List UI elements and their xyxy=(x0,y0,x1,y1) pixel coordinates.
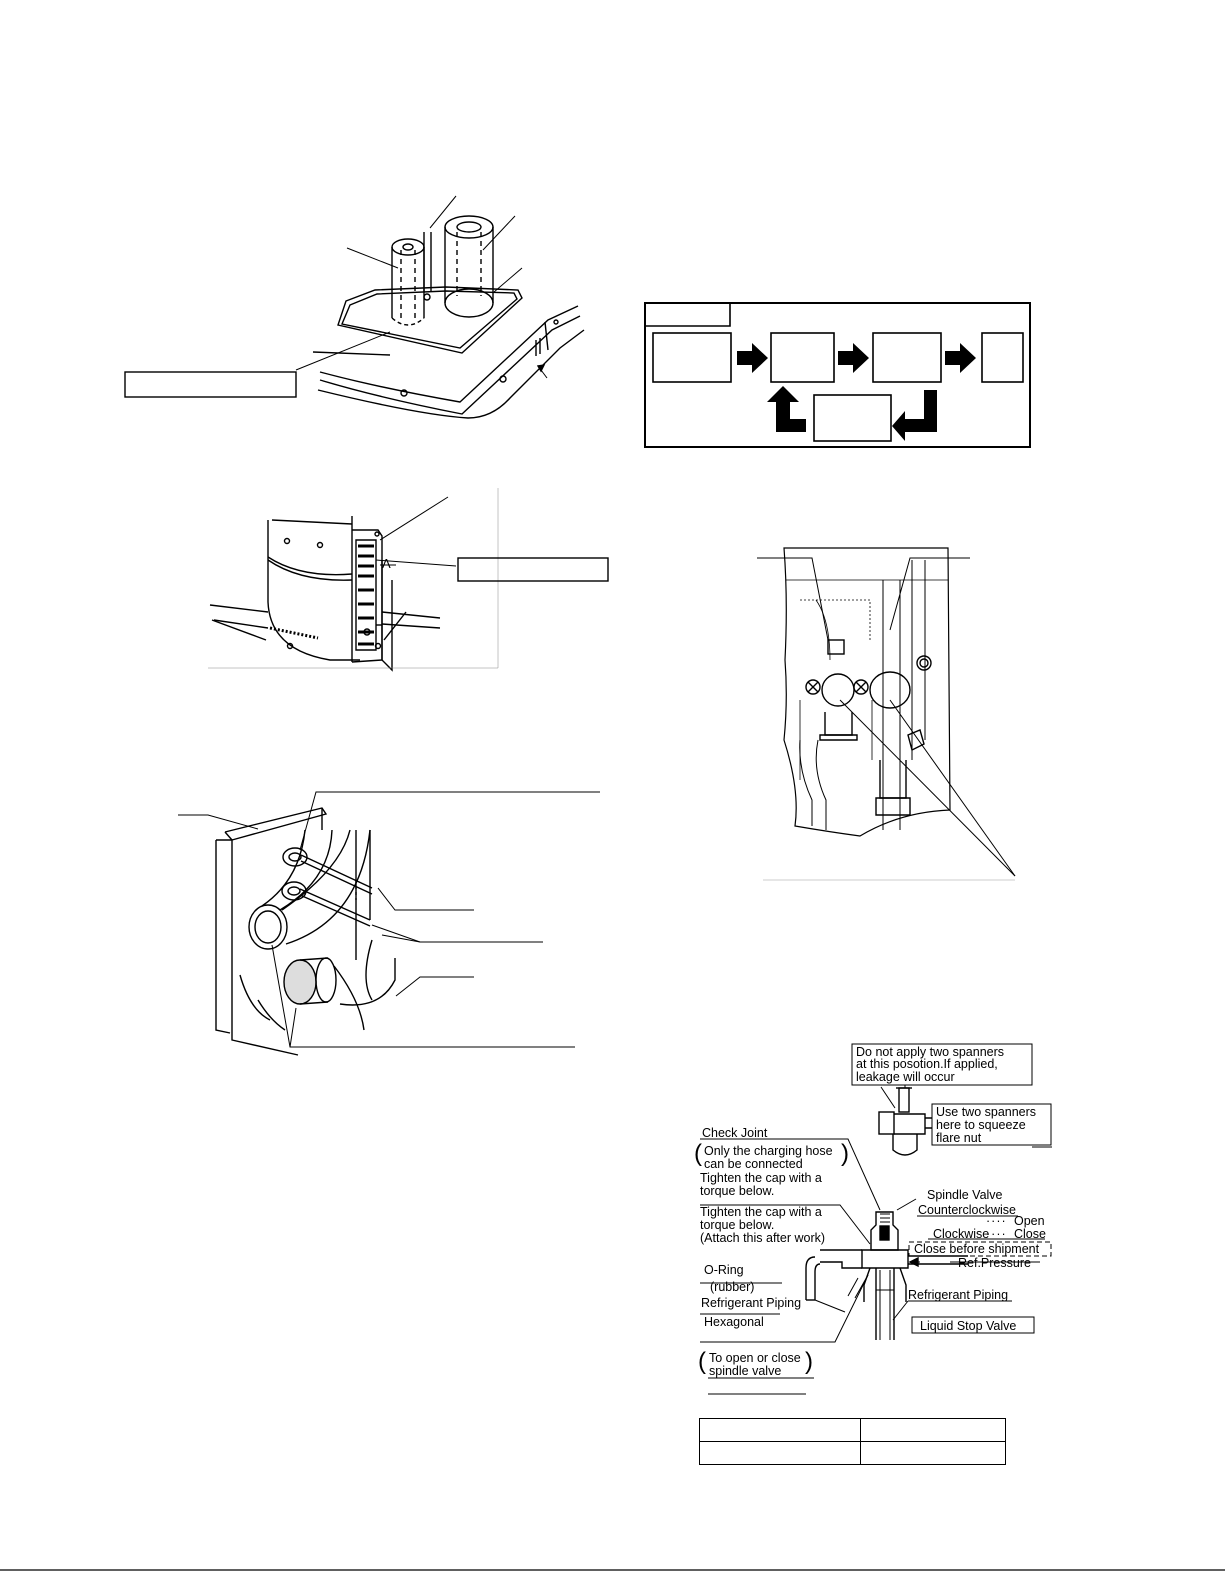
process-flowchart xyxy=(644,302,1031,448)
paren-close-2: ) xyxy=(805,1348,813,1375)
flow-arrows xyxy=(737,343,976,441)
table-cell xyxy=(699,1441,861,1465)
arrow-return-down-left xyxy=(892,390,937,441)
close-dots: ···· xyxy=(986,1227,1007,1241)
table-cell xyxy=(699,1418,861,1442)
check-joint-note-1: Only the charging hose xyxy=(704,1144,833,1158)
torque-note-2-line-2: torque below. xyxy=(700,1218,775,1232)
table-row xyxy=(699,1441,1006,1465)
arrow-return-up xyxy=(767,386,806,432)
flow-step-4 xyxy=(981,332,1024,383)
table-cell xyxy=(860,1418,1006,1442)
refrigerant-piping-left-label: Refrigerant Piping xyxy=(701,1296,802,1310)
open-label: Open xyxy=(1014,1214,1045,1228)
callout-letter-a: A xyxy=(382,556,391,571)
clockwise-label: Clockwise xyxy=(933,1227,990,1241)
spanner-line-2: here to squeeze xyxy=(936,1118,1026,1132)
arrow-right-2 xyxy=(838,343,869,373)
torque-table xyxy=(699,1418,1006,1465)
flow-step-3 xyxy=(872,332,942,383)
arrow-right-3 xyxy=(945,343,976,373)
ref-pressure-label: Ref.Pressure xyxy=(958,1256,1031,1270)
torque-note-1-line-1: Tighten the cap with a xyxy=(700,1171,822,1185)
spindle-note-line-2: spindle valve xyxy=(709,1364,782,1378)
arrow-right-1 xyxy=(737,343,768,373)
flow-step-1 xyxy=(652,332,732,383)
valve-detail-drawing xyxy=(700,1043,1052,1395)
counterclockwise-label: Counterclockwise xyxy=(918,1203,1016,1217)
spanner-line-1: Use two spanners xyxy=(936,1105,1037,1119)
hexagonal-label: Hexagonal xyxy=(704,1315,764,1329)
warning-line-3: leakage will occur xyxy=(856,1070,955,1084)
paren-open-2: ( xyxy=(698,1348,706,1375)
torque-note-2-line-3: (Attach this after work) xyxy=(700,1231,826,1245)
flow-step-return xyxy=(813,394,892,442)
o-ring-label: O-Ring xyxy=(704,1263,744,1277)
check-joint-label: Check Joint xyxy=(702,1126,768,1140)
open-dots: ···· xyxy=(986,1214,1007,1228)
torque-note-2-line-1: Tighten the cap with a xyxy=(700,1205,822,1219)
spindle-valve-label: Spindle Valve xyxy=(927,1188,1003,1202)
refrigerant-piping-right-label: Refrigerant Piping xyxy=(908,1288,1009,1302)
warning-line-1: Do not apply two spanners xyxy=(856,1045,1005,1059)
table-row xyxy=(699,1418,1006,1442)
spanner-line-3: flare nut xyxy=(936,1131,982,1145)
spindle-note-line-1: To open or close xyxy=(709,1351,801,1365)
liquid-stop-valve-label: Liquid Stop Valve xyxy=(920,1319,1017,1333)
paren-open-1: ( xyxy=(694,1140,702,1167)
piping-through-panel-drawing xyxy=(178,791,600,1056)
stop-valve-drawing xyxy=(757,547,1016,881)
flow-step-2 xyxy=(770,332,835,383)
pipe-outlet-drawing xyxy=(124,195,585,419)
check-joint-note-2: can be connected xyxy=(704,1157,803,1171)
torque-note-1-line-2: torque below. xyxy=(700,1184,775,1198)
table-cell xyxy=(860,1441,1006,1465)
warning-line-2: at this posotion.If applied, xyxy=(856,1057,998,1071)
close-before-shipment-label: Close before shipment xyxy=(914,1242,1040,1256)
rubber-label: (rubber) xyxy=(710,1280,755,1294)
unit-side-drawing xyxy=(208,488,609,672)
paren-close-1: ) xyxy=(841,1140,849,1167)
close-label: Close xyxy=(1014,1227,1046,1241)
